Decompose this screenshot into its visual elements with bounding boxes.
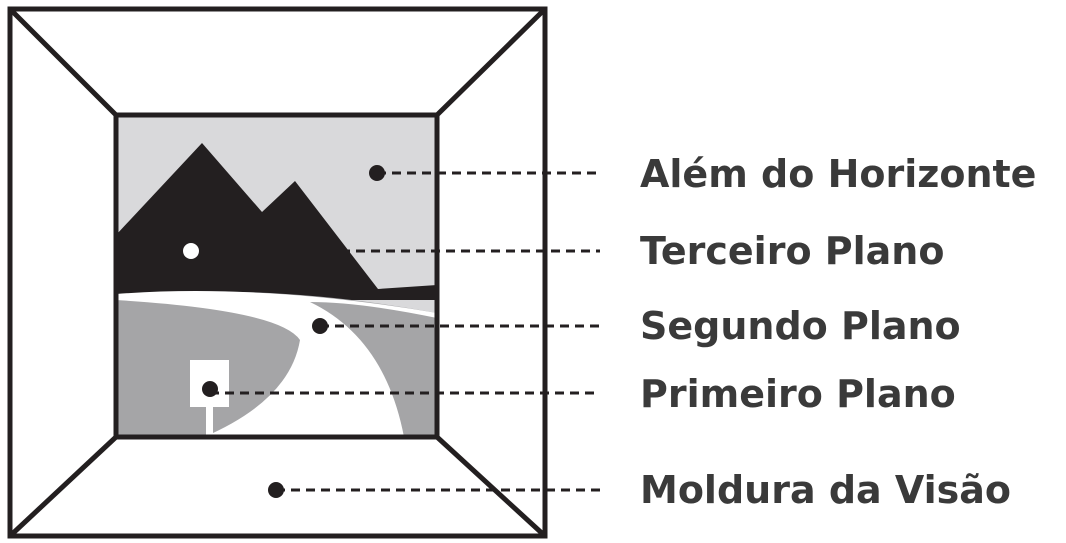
landscape-picture [113,112,440,440]
inner-frame [113,112,440,440]
marker-second-plane [312,318,328,334]
label-third-plane: Terceiro Plano [640,229,944,273]
road [116,291,437,437]
marker-third-plane [183,243,199,259]
frame-diagonal-bottom-left [8,435,118,538]
frame-diagonal-top-left [8,7,118,117]
marker-vision-frame [268,482,284,498]
marker-first-plane [202,381,218,397]
label-second-plane: Segundo Plano [640,304,961,348]
label-vision-frame: Moldura da Visão [640,468,1011,512]
frame-diagonal-bottom-right [435,435,547,538]
frame-diagonal-top-right [435,7,547,117]
mountains [116,143,437,300]
label-first-plane: Primeiro Plano [640,372,956,416]
marker-beyond-horizon [369,165,385,181]
label-beyond-horizon: Além do Horizonte [640,152,1036,196]
signpost-pole [206,405,213,437]
